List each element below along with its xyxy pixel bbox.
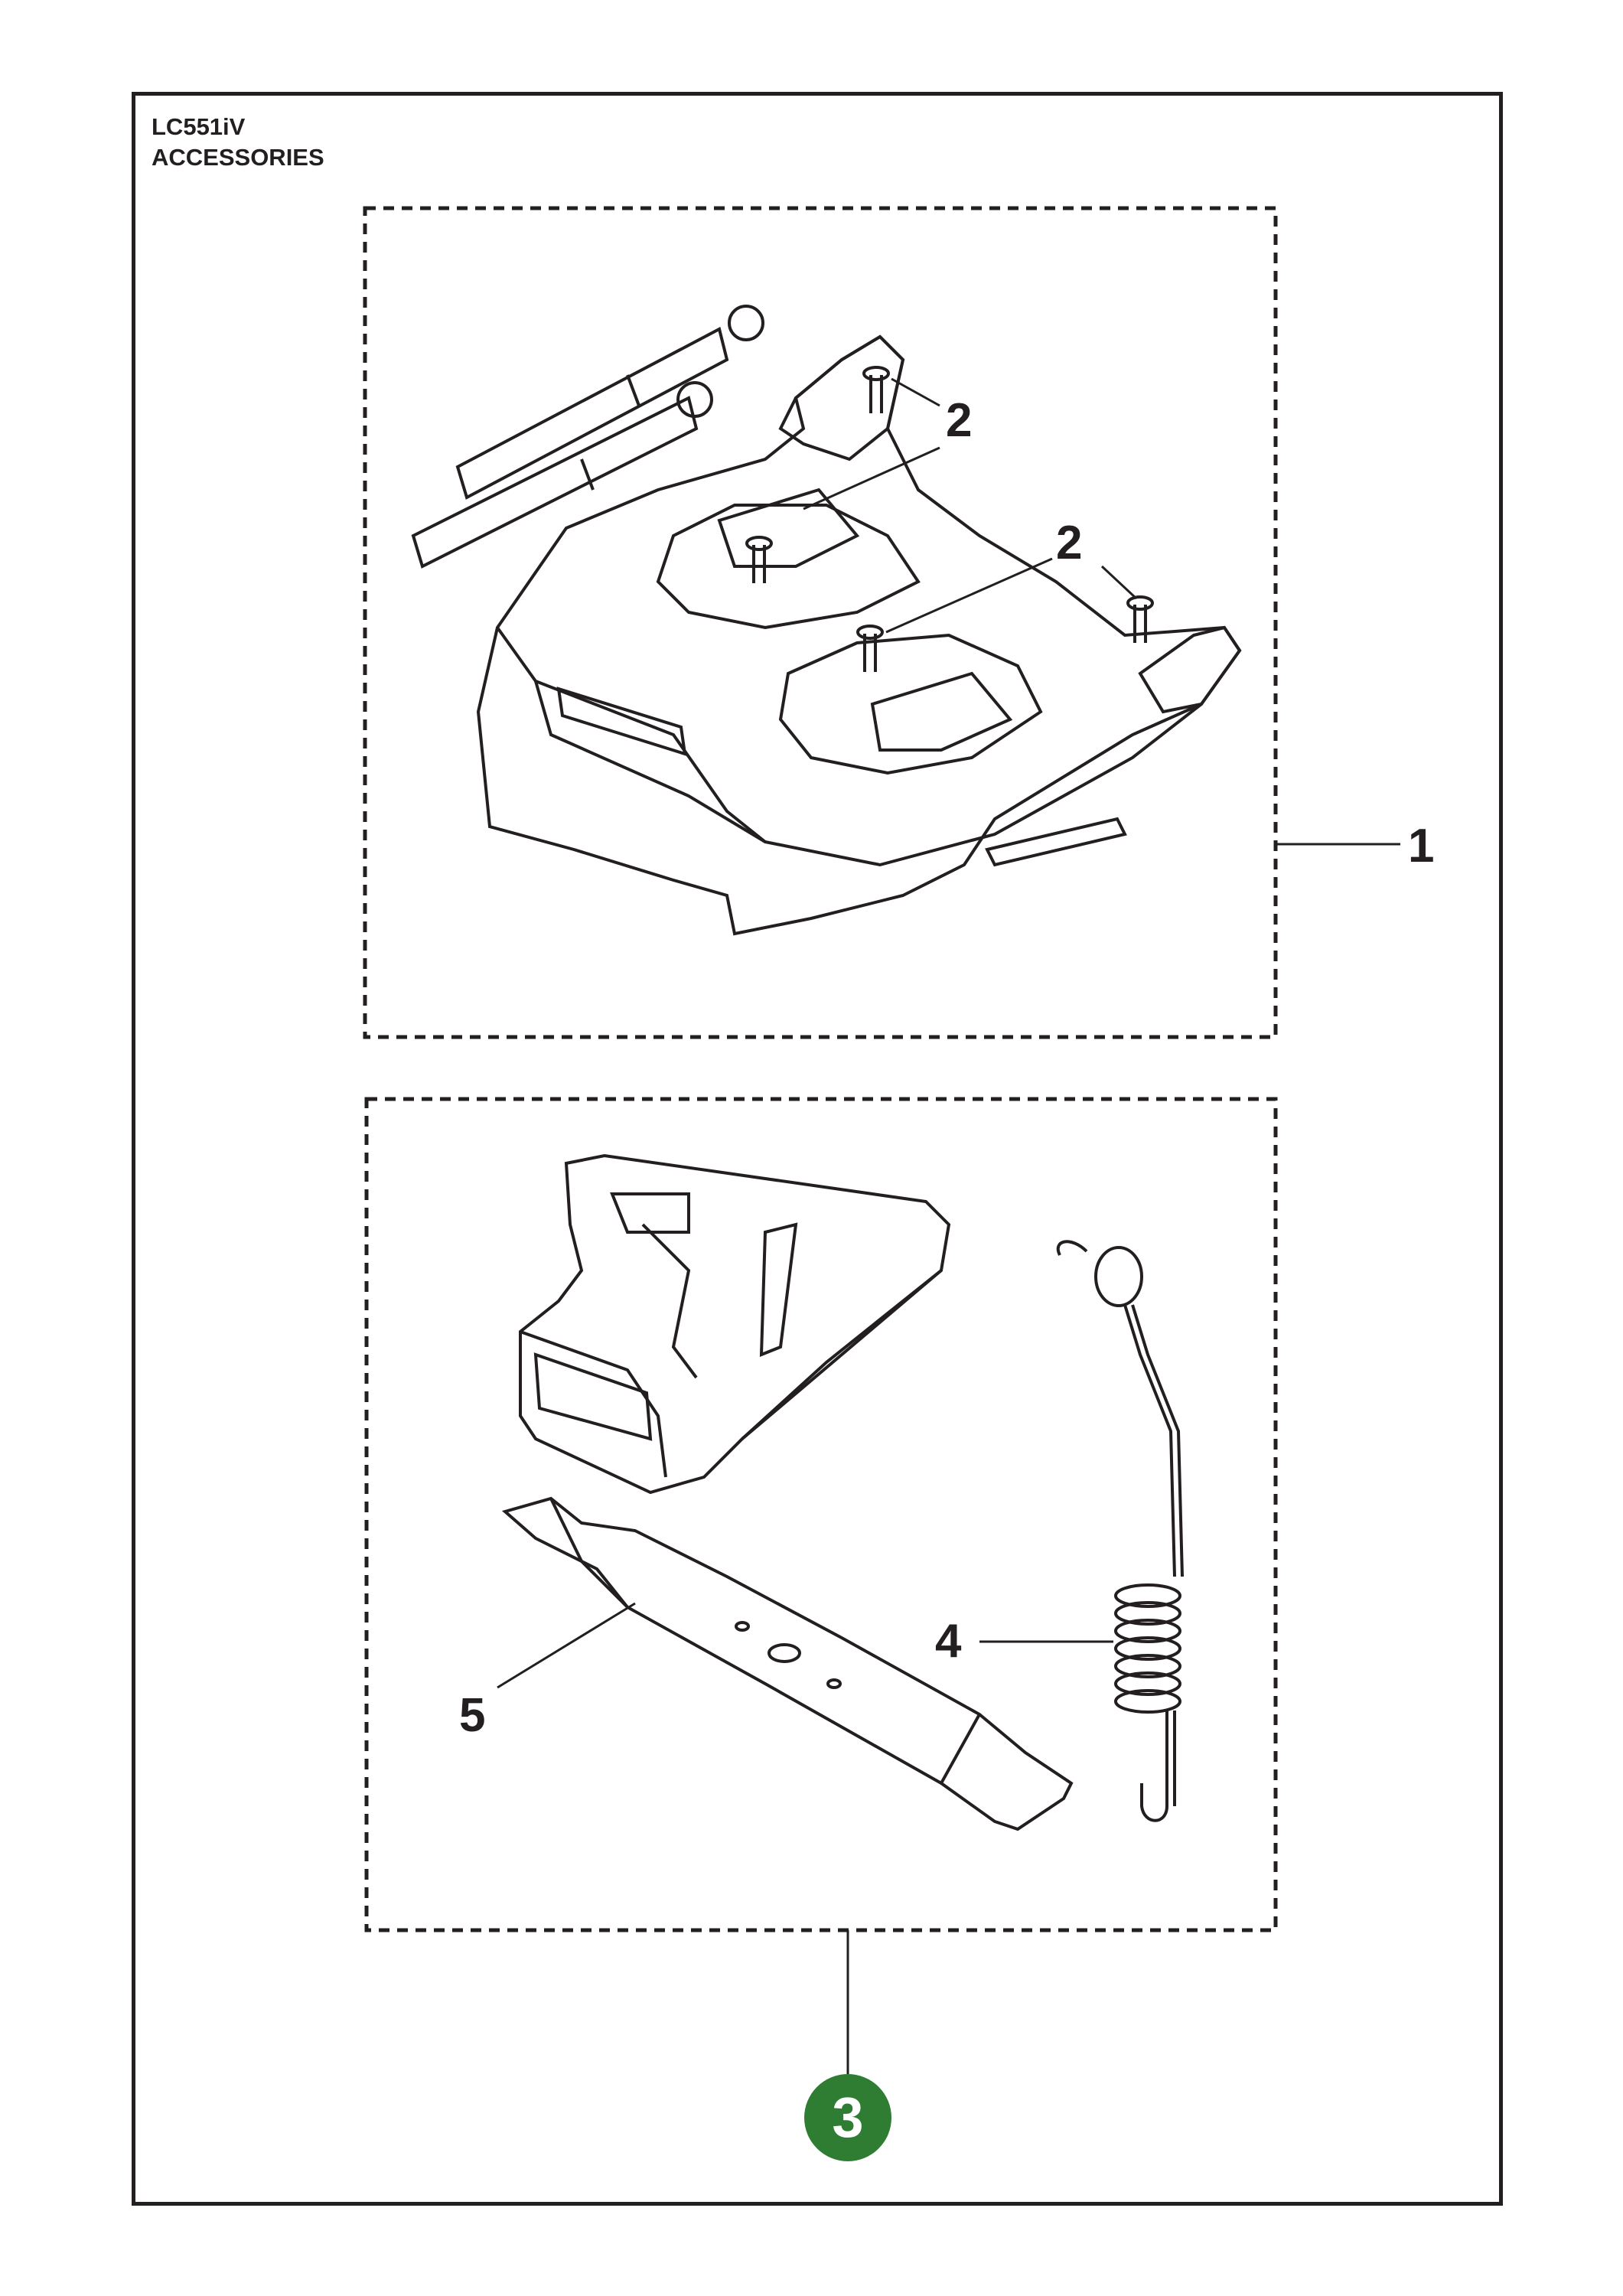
callout-1: 1: [1408, 820, 1434, 872]
group-box-kit: [364, 1097, 1278, 1932]
leader-line-2d: [1100, 565, 1138, 600]
kit-number-badge: 3: [804, 2074, 891, 2161]
model-name: LC551iV: [152, 113, 246, 140]
callout-2-top: 2: [946, 394, 972, 447]
leader-line-5: [497, 1602, 636, 1689]
callout-5: 5: [459, 1689, 485, 1742]
charging-station-illustration: [476, 334, 1242, 936]
page-frame: [132, 92, 1503, 2206]
callout-2-middle: 2: [1056, 517, 1082, 569]
leader-line-2b: [803, 446, 940, 510]
leader-line-2c: [885, 557, 1053, 634]
spring-illustration: [1056, 1240, 1184, 1822]
callout-3: 3: [832, 2086, 863, 2149]
cover-illustration: [519, 1153, 951, 1495]
group-box-base: [363, 206, 1278, 1039]
section-name: ACCESSORIES: [152, 144, 324, 171]
callout-4: 4: [935, 1615, 962, 1668]
blade-illustration: [501, 1496, 1074, 1831]
screw-illustration: [745, 366, 1154, 672]
leader-line-2a: [891, 377, 940, 407]
page-title: LC551iV ACCESSORIES: [152, 112, 324, 173]
strap-illustration: [411, 305, 764, 569]
